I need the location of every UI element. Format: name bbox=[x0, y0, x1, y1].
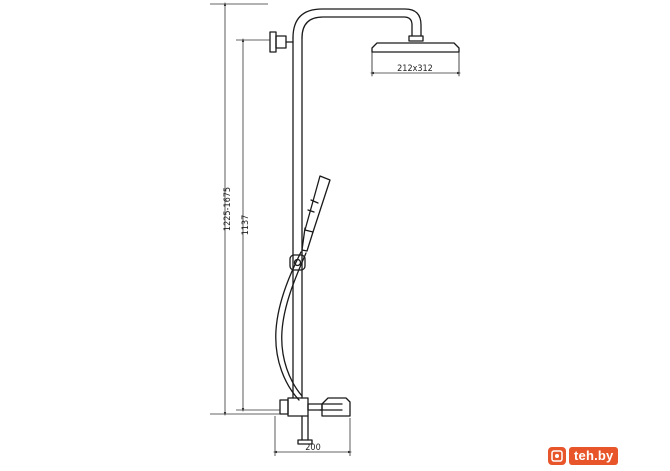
site-logo-icon bbox=[548, 447, 566, 465]
head-size-label: 212x312 bbox=[397, 64, 433, 74]
spout-length-dimension bbox=[273, 416, 352, 456]
hand-shower-holder bbox=[289, 254, 306, 271]
total-height-dimension bbox=[210, 2, 280, 416]
riser-pipe bbox=[292, 37, 303, 399]
total-height-label: 1225-1675 bbox=[223, 187, 233, 231]
site-watermark: teh.by bbox=[548, 446, 619, 466]
shower-hose bbox=[275, 251, 307, 401]
site-watermark-text: teh.by bbox=[569, 447, 619, 465]
wall-bracket bbox=[269, 31, 294, 53]
hand-shower bbox=[301, 175, 331, 252]
overhead-arm bbox=[292, 8, 422, 39]
mixer-body bbox=[279, 397, 351, 445]
spout-length-label: 200 bbox=[305, 443, 320, 453]
bar-height-label: 1137 bbox=[241, 215, 251, 236]
bar-height-dimension bbox=[236, 38, 280, 412]
